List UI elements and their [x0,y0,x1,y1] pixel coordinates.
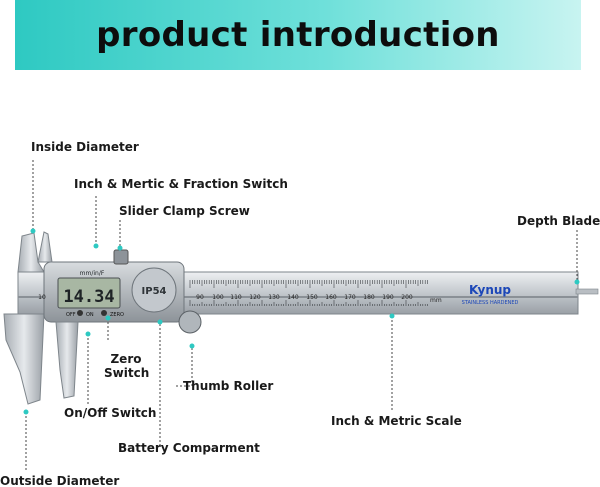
scale-number: 110 [230,294,242,301]
label-thumb-roller: Thumb Roller [183,379,274,393]
leader-thumb-roller [176,346,193,387]
label-inside-diameter: Inside Diameter [31,140,139,154]
dot-battery [157,319,163,325]
label-zero-line2: Switch [104,366,150,380]
thumb-roller [178,310,202,334]
label-slider-clamp-screw: Slider Clamp Screw [119,204,250,218]
slider-upper-jaw [37,231,53,263]
scale-number: 160 [325,294,337,301]
scale-number: 90 [196,294,204,301]
dot-slider-clamp [117,245,123,251]
btn-off-label: OFF [66,312,76,318]
lcd-top-label: mm/in/F [80,270,105,277]
scale-number: 10 [38,294,46,301]
dot-inch-metric [93,243,99,249]
brand-text: Kynup [469,283,511,297]
ip-badge-text: IP54 [142,286,167,297]
label-inch-metric-scale: Inch & Metric Scale [331,414,462,428]
label-outside-diameter: Outside Diameter [0,474,120,487]
dot-inside-diameter [30,228,36,234]
scale-number: 130 [268,294,280,301]
label-zero-line1: Zero [110,352,142,366]
depth-blade [575,288,599,295]
dot-depth-blade [574,279,580,285]
fixed-lower-jaw [3,313,45,405]
scale-unit: mm [430,297,442,304]
scale-number: 100 [212,294,224,301]
scale-ticks [189,280,428,306]
scale-number: 120 [249,294,261,301]
lcd-value: 14.34 [63,287,114,307]
btn-on-label: ON [86,312,94,318]
scale-number: 180 [363,294,375,301]
scale-number: 150 [306,294,318,301]
label-battery-compartment: Battery Comparment [118,441,260,455]
scale-number: 170 [344,294,356,301]
scale-numbers: 10 90 100 110 120 130 140 150 160 170 180 190 200 [38,294,413,301]
label-inch-metric-switch: Inch & Mertic & Fraction Switch [74,177,288,191]
label-depth-blade: Depth Blade [517,214,600,228]
lcd-display [57,277,121,309]
ip-badge [131,267,177,313]
dot-zero [105,315,111,321]
page-title: product introduction [96,15,500,55]
clamp-screw [113,249,129,265]
label-zero-switch: Zero Switch [104,352,150,380]
dot-thumb-roller [189,343,195,349]
dot-outside-diameter [23,409,29,415]
brand-sub-text: STAINLESS HARDENED [462,300,519,306]
scale-number: 190 [382,294,394,301]
slider-lower-jaw [55,321,79,399]
dot-scale [389,313,395,319]
dot-on-off [85,331,91,337]
title-banner: product introduction [15,0,581,70]
btn-zero-label: ZERO [110,312,124,318]
label-on-off-switch: On/Off Switch [64,406,157,420]
scale-number: 140 [287,294,299,301]
scale-number: 200 [401,294,413,301]
